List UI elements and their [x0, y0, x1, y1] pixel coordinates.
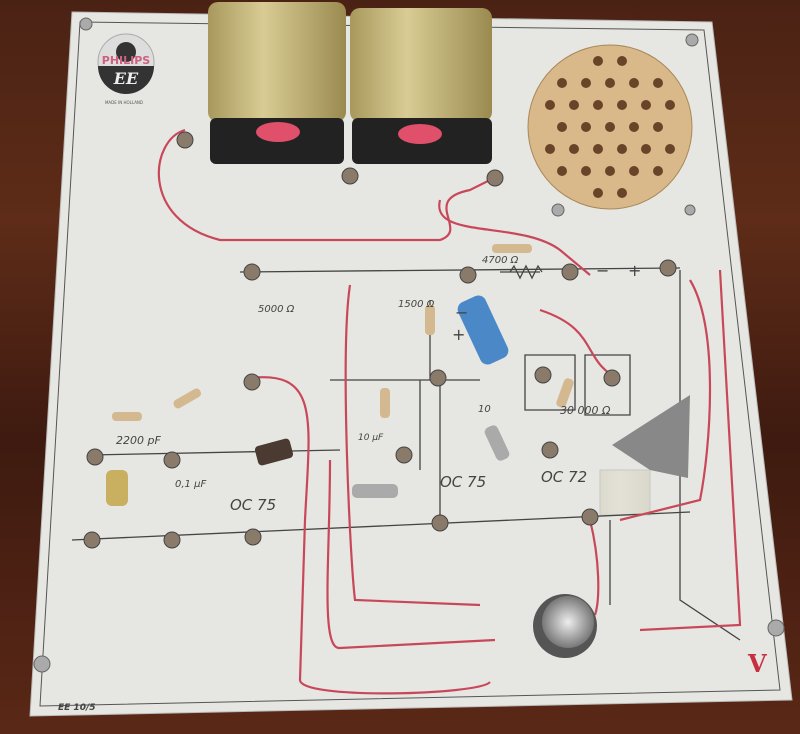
spring-terminal	[561, 263, 579, 281]
speaker-hole	[545, 100, 555, 110]
svg-text:EE: EE	[113, 69, 139, 88]
resistors	[112, 244, 574, 421]
speaker-hole	[569, 144, 579, 154]
speaker-grille	[527, 44, 693, 210]
speaker-hole	[617, 188, 627, 198]
speaker-hole	[593, 188, 603, 198]
speaker-hole	[653, 166, 663, 176]
electrolytic-capacitor-blue	[457, 295, 509, 365]
speaker-hole	[617, 144, 627, 154]
speaker-hole	[617, 100, 627, 110]
label-oc75-right: OC 75	[440, 473, 486, 491]
speaker-hole	[629, 78, 639, 88]
svg-text:PHILIPS: PHILIPS	[102, 54, 151, 67]
mounting-screws	[33, 17, 785, 673]
spring-terminal	[431, 514, 449, 532]
speaker-hole	[593, 100, 603, 110]
label-oc72: OC 72	[541, 468, 587, 486]
speaker-hole	[581, 166, 591, 176]
speaker-hole	[641, 100, 651, 110]
label-oc75-left: OC 75	[230, 496, 276, 514]
spring-terminal	[659, 259, 677, 277]
label-c-01uf: 0,1 µF	[175, 479, 206, 490]
battery-minus: −	[596, 261, 609, 280]
label-c-10: 10	[478, 404, 491, 415]
label-r-5000: 5000 Ω	[258, 304, 295, 315]
battery-plus: +	[628, 261, 641, 280]
spring-terminal	[581, 508, 599, 526]
speaker-hole	[569, 100, 579, 110]
spring-terminal	[486, 169, 504, 187]
speaker-hole	[641, 144, 651, 154]
spring-terminal	[163, 531, 181, 549]
label-c-10uf: 10 µF	[358, 433, 384, 443]
spring-terminal	[534, 366, 552, 384]
spring-terminal	[243, 263, 261, 281]
capacitor-silver-1	[352, 484, 398, 498]
spring-terminals	[83, 131, 677, 549]
speaker-hole	[665, 100, 675, 110]
sheet-number: V	[747, 649, 767, 678]
spring-terminal	[244, 528, 262, 546]
cap-plus: +	[452, 325, 465, 344]
speaker-hole	[605, 78, 615, 88]
speaker-hole	[593, 56, 603, 66]
spring-terminal	[176, 131, 194, 149]
red-wires	[157, 128, 742, 695]
volume-knob[interactable]	[533, 594, 597, 658]
speaker-hole	[557, 78, 567, 88]
spring-terminal	[163, 451, 181, 469]
speaker-hole	[653, 122, 663, 132]
speaker-hole	[557, 166, 567, 176]
board-border	[39, 21, 781, 707]
speaker-hole	[581, 122, 591, 132]
label-r-1500: 1500 Ω	[398, 299, 435, 310]
spring-terminal	[83, 531, 101, 549]
speaker-hole	[665, 144, 675, 154]
speaker-hole	[653, 78, 663, 88]
label-r-4700: 4700 Ω	[482, 255, 519, 266]
speaker-hole	[593, 144, 603, 154]
spring-terminal	[541, 441, 559, 459]
svg-text:MADE IN HOLLAND: MADE IN HOLLAND	[105, 100, 143, 105]
label-c-2200pf: 2200 pF	[116, 434, 161, 447]
speaker-hole	[617, 56, 627, 66]
spring-terminal	[86, 448, 104, 466]
spring-terminal	[243, 373, 261, 391]
speaker-hole	[545, 144, 555, 154]
spring-terminal	[341, 167, 359, 185]
cap-minus: −	[455, 303, 468, 322]
spring-terminal	[459, 266, 477, 284]
heatsink	[612, 395, 690, 478]
spring-terminal	[395, 446, 413, 464]
transformer-right	[350, 8, 492, 164]
model-label: EE 10/5	[58, 703, 96, 713]
speaker-hole	[605, 166, 615, 176]
philips-ee-logo: PHILIPS EE MADE IN HOLLAND	[97, 33, 155, 105]
transistor-oc75-left	[254, 438, 294, 466]
speaker-hole	[557, 122, 567, 132]
speaker-hole	[581, 78, 591, 88]
transformer-left	[208, 2, 346, 164]
capacitor-yellow	[106, 470, 128, 506]
spring-terminal	[429, 369, 447, 387]
speaker-hole	[629, 166, 639, 176]
speaker-hole	[605, 122, 615, 132]
spring-terminal	[603, 369, 621, 387]
speaker-hole	[629, 122, 639, 132]
capacitor-silver-2	[484, 425, 510, 461]
label-r-30000: 30 000 Ω	[560, 404, 611, 417]
